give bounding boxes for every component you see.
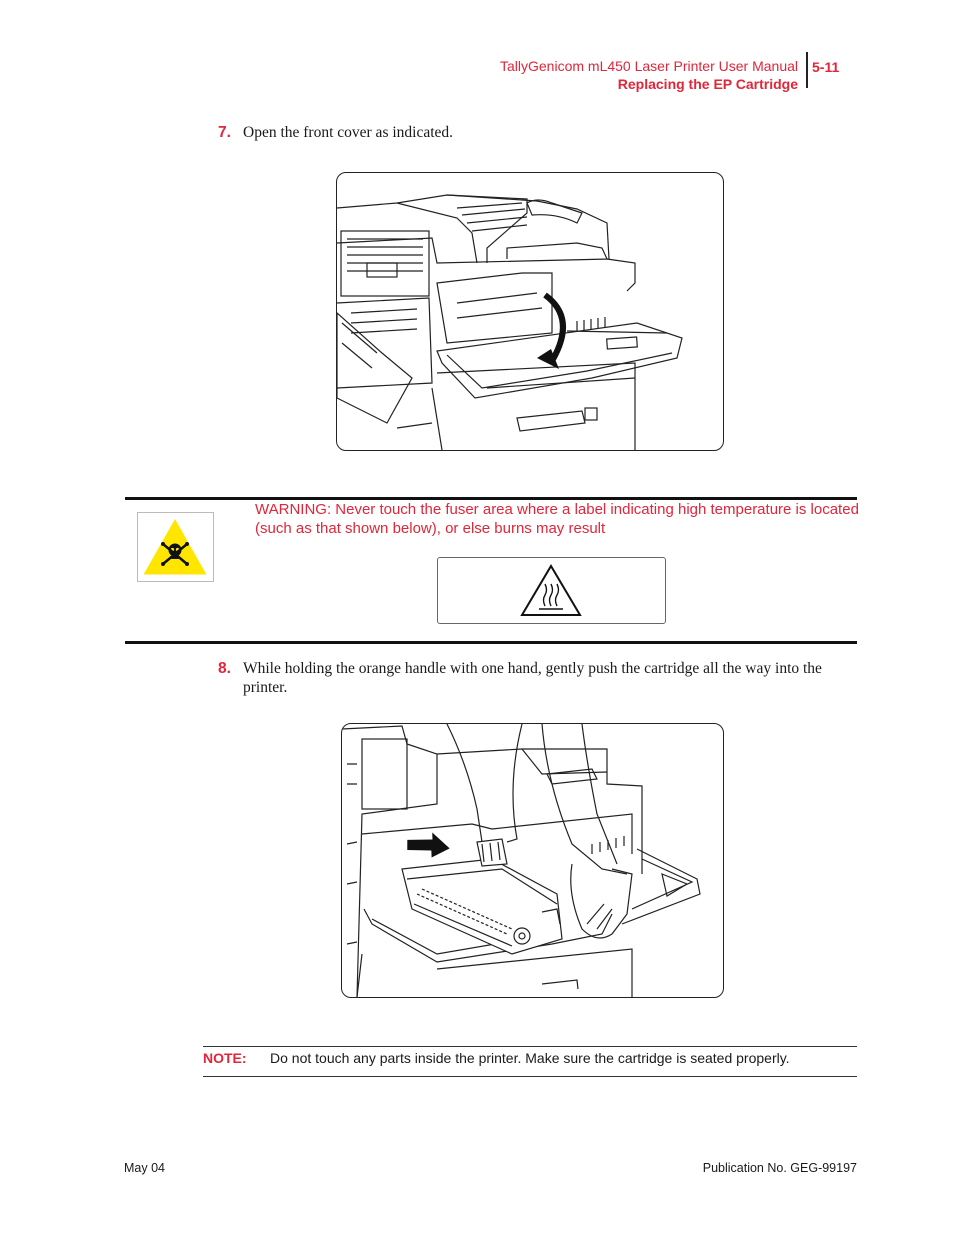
footer-date: May 04	[124, 1161, 165, 1175]
note-bottom-rule	[203, 1076, 857, 1077]
section-title: Replacing the EP Cartridge	[617, 76, 798, 92]
warning-text-line-1: WARNING: Never touch the fuser area wher…	[255, 501, 859, 518]
hot-surface-icon	[520, 564, 582, 616]
step-text-line-2: printer.	[243, 679, 288, 696]
step-text: Open the front cover as indicated.	[243, 124, 454, 141]
skull-crossbones-warning-icon	[137, 512, 214, 582]
footer-publication: Publication No. GEG-99197	[702, 1161, 857, 1175]
step-text-line-1: While holding the orange handle with one…	[243, 660, 822, 677]
step-8: 8. While holding the orange handle with …	[218, 659, 858, 699]
warning-top-rule	[125, 497, 857, 500]
header-divider	[806, 52, 808, 88]
printer-illustration-insert-cartridge	[342, 724, 701, 997]
page-number: 5-11	[812, 59, 840, 75]
hot-surface-label-box	[437, 557, 666, 624]
step-number: 8.	[218, 660, 231, 677]
figure-open-front-cover	[336, 172, 724, 451]
warning-text-line-2: (such as that shown below), or else burn…	[255, 520, 606, 537]
note-text: Do not touch any parts inside the printe…	[270, 1050, 790, 1066]
warning-bottom-rule	[125, 641, 857, 644]
step-7: 7. Open the front cover as indicated.	[218, 123, 858, 143]
step-number: 7.	[218, 124, 231, 141]
printer-illustration-front-cover	[337, 194, 683, 450]
push-arrow-icon	[407, 832, 450, 858]
note-label: NOTE:	[203, 1050, 247, 1066]
curved-arrow-icon	[537, 292, 566, 369]
figure-push-cartridge	[341, 723, 724, 998]
note-top-rule	[203, 1046, 857, 1047]
manual-title: TallyGenicom mL450 Laser Printer User Ma…	[499, 58, 798, 74]
